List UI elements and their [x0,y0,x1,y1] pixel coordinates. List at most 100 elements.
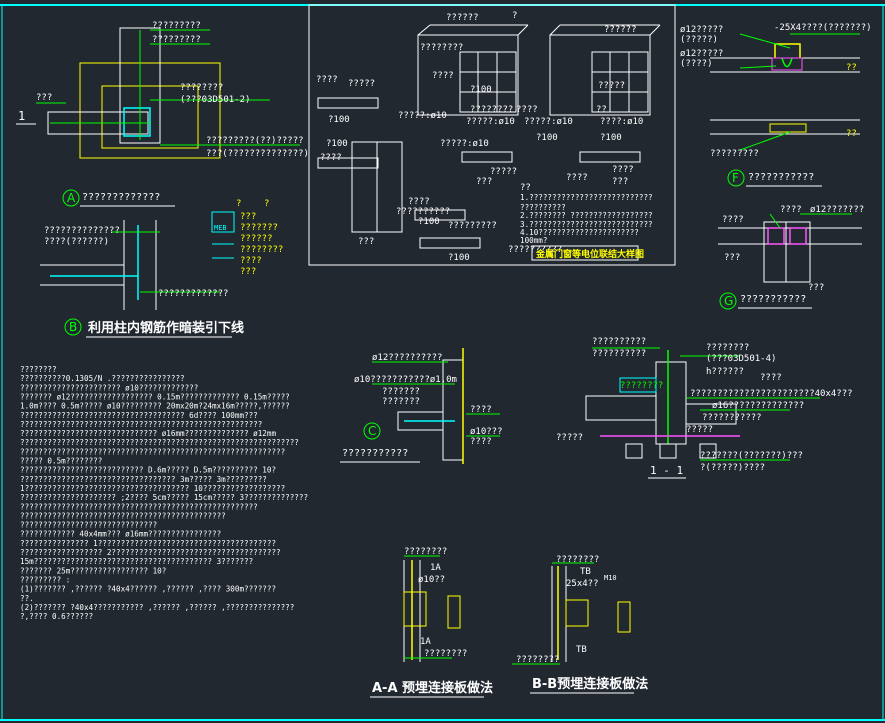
section-aa-label-1: ???????? [404,547,447,557]
legend-label-5: ?????? [240,234,273,244]
window-right-frame [549,34,651,116]
door-label-15: ?100 [418,217,440,227]
design-note-line: ?????????????????????? ø10????????????? [20,383,198,392]
design-note-line: ??????? ø12?????????????????? 0.15m?????… [20,392,290,401]
design-note-line: ?,???? 0.6?????? [20,612,93,621]
window-left-perspective-1 [417,24,431,36]
design-note-line: 15m?????????????????????????????????????… [20,557,253,566]
design-note-line: ?????????????????? 2????????????????????… [20,548,281,557]
design-note-line: ?????????????????????????????? ø16mm????… [20,429,276,438]
legend-label-3: ??? [240,212,256,222]
section-11-label-1: ?????????? [592,337,646,347]
hatch-strip-3 [461,151,513,163]
legend-label-4: ??????? [240,223,278,233]
detail-c-label-4: ??????? [382,397,420,407]
detail-f-highlight [771,57,803,71]
hatch-strip-6 [414,209,466,221]
detail-b-label-3: ????????????? [158,289,228,299]
detail-f: ø12????? (?????) ø12????? (????) -25X4??… [680,23,872,187]
section-aa-label-2: 1A [430,563,441,573]
design-note-line: ??????????0.1305/N .???????????????? [20,374,185,383]
detail-a-marker: A [67,191,76,205]
design-note-line: ??????????????????????????? D.6m????? D.… [20,466,276,475]
section-11-footing-2 [659,443,677,459]
detail-f-plate-2 [769,123,807,133]
legend-label-7: ???? [240,256,262,266]
detail-c-label-6: ø10??? [470,427,503,437]
section-mark-1: 1 [18,109,25,123]
section-11-label-9: ???????????????????????40x4??? [690,389,853,399]
detail-f-plate [774,43,801,58]
door-label-31: ???? [316,75,338,85]
door-label-21: ??? [476,177,492,187]
section-11-label-13: ???????(???????)??? [700,451,803,461]
section-11-label-6: ???? [760,373,782,383]
design-note-line: ??. [20,594,34,603]
design-note-line: ????????????????????????????????????????… [20,511,226,520]
window-left-frame [417,34,519,116]
detail-f-marker-circle [727,169,745,187]
detail-g-label-3: ???? [722,215,744,225]
door-label-6: ????? [598,81,625,91]
window-right-perspective-2 [649,24,661,36]
legend-label-1: ? [236,199,241,209]
detail-g-title: ??????????? [740,294,806,305]
detail-f-label-6: ?? [846,63,857,73]
detail-a: ????????? ????????? ??? 1 ???????? (???0… [16,21,309,207]
design-note-line: ????????????????????????????????????????… [20,438,299,447]
detail-f-leader-4 [739,131,791,151]
door-label-25: ???? [408,197,430,207]
detail-f-marker: F [732,171,739,185]
section-11-label-2: ?????????? [592,349,646,359]
design-note-line: ?????????????????????????????????? 3m???… [20,475,267,484]
design-note-line: ????????????????????????????????????????… [20,420,262,429]
section-aa-embed [403,591,427,627]
section-11-footing-1 [625,443,643,459]
detail-f-label-2: (?????) [680,35,718,45]
detail-g-label-4: ??? [724,253,740,263]
door-label-3: ???????? [420,43,463,53]
detail-c-label-3: ??????? [382,387,420,397]
section-bb-label-3: 25x4?? [566,579,599,589]
detail-f-label-3: ø12????? [680,49,723,59]
detail-c-label-1: ø12?????????? [372,353,442,363]
detail-c-label-5: ???? [470,405,492,415]
detail-g-marker: G [724,294,733,308]
detail-g-highlight-1 [767,227,785,245]
detail-f-label-5: -25X4????(???????) [774,23,872,33]
door-label-7: ?????:ø10 [398,111,447,121]
detail-c-marker-circle [363,422,381,440]
detail-b-marker-circle [64,318,82,336]
section-aa-label-4: 1A [420,637,431,647]
detail-g-label-1: ???? [780,205,802,215]
section-aa-label-3: ø10?? [418,575,445,585]
detail-b-label-2: ????(??????) [44,237,109,247]
door-label-24: ????? [490,167,517,177]
hatch-strip-5 [419,237,481,249]
detail-c: ø12?????????? ø10???????????ø1.0m ??????… [340,348,503,464]
door-detail-frame [308,4,676,266]
legend-label-8: ??? [240,267,256,277]
detail-a-label-3: ??? [36,93,52,103]
hatch-strip-4 [579,151,641,163]
window-left-perspective-2 [517,24,529,36]
section-a-a: ???????? 1A ø10?? 1A ???????? A-A 预埋连接板做… [370,547,493,698]
door-label-27: ????????? [448,221,497,231]
detail-g-label-2: ø12??????? [810,205,864,215]
detail-g-leader-1 [769,213,781,229]
detail-f-leader-3 [739,65,777,69]
detail-a-label-7: ?????????(??)????? [206,136,304,146]
hatch-strip-2 [317,157,379,169]
detail-f-label-8: ????????? [710,149,759,159]
legend-symbol-text: MEB [214,224,227,232]
design-note-line: ????????? : [20,576,70,585]
door-label-18: ?100 [536,133,558,143]
detail-f-label-1: ø12????? [680,25,723,35]
section-b-b: ???????? TB 25x4?? M10 TB ???????? B-B预埋… [512,555,648,694]
detail-f-label-7: ?? [846,129,857,139]
section-11-label-11: ??????????? [702,413,762,423]
detail-c-label-7: ???? [470,437,492,447]
design-notes-block: ??????????????????0.1305/N .????????????… [20,365,308,621]
section-bb-plate-view [617,601,631,633]
door-label-14: ?100 [326,139,348,149]
